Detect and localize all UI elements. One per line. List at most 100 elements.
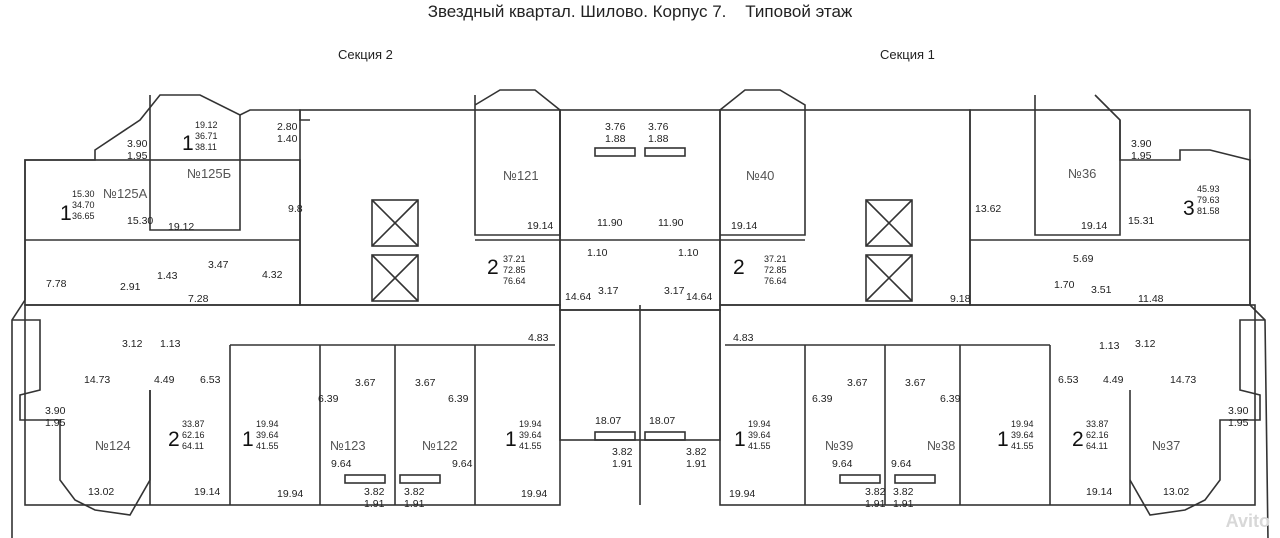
room-area-label: 3.67 [355, 377, 376, 389]
apartment-number: №40 [746, 168, 774, 183]
apartment-area-value: 72.85 [503, 265, 526, 275]
room-area-label: 11.48 [1138, 293, 1164, 305]
room-area-label: 3.82 [612, 446, 633, 458]
room-area-label: 1.10 [587, 247, 608, 259]
room-area-label: 1.95 [1131, 150, 1152, 162]
walls [11, 89, 1269, 538]
room-area-label: 6.53 [200, 374, 221, 386]
apartment-room-count: 1 [242, 428, 254, 451]
apartment-area-value: 41.55 [1011, 441, 1034, 451]
apartment-area-value: 19.94 [1011, 419, 1034, 429]
apartment-room-count: 1 [182, 132, 194, 155]
room-area-label: 3.82 [364, 486, 385, 498]
room-area-label: 19.14 [1086, 486, 1112, 498]
room-area-label: 7.28 [188, 293, 209, 305]
apartment-room-count: 1 [60, 202, 72, 225]
room-area-label: 3.90 [1131, 138, 1152, 150]
apartment-area-value: 38.11 [195, 142, 217, 152]
room-area-label: 6.39 [940, 393, 961, 405]
room-area-label: 1.88 [605, 133, 626, 145]
apartment-area-value: 45.93 [1197, 184, 1220, 194]
room-area-label: 1.91 [612, 458, 633, 470]
room-area-label: 3.82 [865, 486, 886, 498]
apartment-number: №39 [825, 438, 853, 453]
apartment-area-value: 15.30 [72, 189, 95, 199]
room-area-label: 13.02 [1163, 486, 1189, 498]
apartment-area-value: 37.21 [764, 254, 787, 264]
room-area-label: 11.90 [658, 217, 684, 229]
room-area-label: 3.82 [404, 486, 425, 498]
room-area-label: 4.83 [528, 332, 549, 344]
apartment-number: №125А [103, 186, 148, 201]
room-area-label: 3.12 [1135, 338, 1156, 350]
room-area-label: 1.91 [893, 498, 914, 510]
room-area-label: 19.14 [527, 220, 553, 232]
apartment-number: №37 [1152, 438, 1180, 453]
room-area-label: 1.95 [1228, 417, 1249, 429]
room-area-label: 1.10 [678, 247, 699, 259]
room-area-label: 19.12 [168, 221, 194, 233]
room-area-label: 6.39 [318, 393, 339, 405]
room-area-label: 18.07 [595, 415, 621, 427]
apartment-area-value: 41.55 [748, 441, 771, 451]
room-area-label: 19.94 [521, 488, 547, 500]
room-area-label: 19.94 [729, 488, 755, 500]
apartment-area-value: 33.87 [182, 419, 205, 429]
apartment-area-value: 36.65 [72, 211, 95, 221]
room-area-label: 1.91 [404, 498, 425, 510]
avito-watermark: Avito [1225, 511, 1270, 531]
room-area-label: 3.90 [45, 405, 66, 417]
room-area-label: 1.88 [648, 133, 669, 145]
room-area-label: 14.73 [84, 374, 110, 386]
room-area-label: 4.49 [1103, 374, 1124, 386]
room-area-label: 3.17 [664, 285, 685, 297]
apartment-area-value: 64.11 [1086, 441, 1108, 451]
room-area-label: 18.07 [649, 415, 675, 427]
apartment-room-count: 1 [997, 428, 1009, 451]
room-area-label: 14.64 [565, 291, 591, 303]
room-area-label: 9.8 [288, 203, 303, 215]
room-area-label: 19.14 [1081, 220, 1107, 232]
apartment-area-value: 19.12 [195, 120, 218, 130]
section-1-label: Секция 1 [880, 47, 935, 62]
apartment-area-value: 64.11 [182, 441, 204, 451]
room-area-label: 1.91 [364, 498, 385, 510]
apartment-number: №122 [422, 438, 458, 453]
apartment-room-count: 2 [487, 256, 499, 279]
room-area-label: 9.64 [891, 458, 912, 470]
apartment-area-value: 76.64 [503, 276, 526, 286]
apartment-area-value: 33.87 [1086, 419, 1109, 429]
apartment-number: №121 [503, 168, 539, 183]
room-area-label: 1.43 [157, 270, 178, 282]
apartment-room-count: 1 [734, 428, 746, 451]
room-area-label: 3.90 [127, 138, 148, 150]
room-area-label: 3.82 [893, 486, 914, 498]
apartment-area-value: 36.71 [195, 131, 218, 141]
apartment-area-value: 37.21 [503, 254, 526, 264]
apartment-area-value: 39.64 [256, 430, 279, 440]
apartment-area-value: 62.16 [1086, 430, 1109, 440]
apartment-area-value: 79.63 [1197, 195, 1220, 205]
section-2-label: Секция 2 [338, 47, 393, 62]
apartment-number: №36 [1068, 166, 1096, 181]
apartment-area-value: 34.70 [72, 200, 95, 210]
apartment-number: №38 [927, 438, 955, 453]
room-area-label: 6.53 [1058, 374, 1079, 386]
room-area-label: 2.91 [120, 281, 141, 293]
room-area-label: 3.67 [905, 377, 926, 389]
room-area-label: 3.12 [122, 338, 143, 350]
room-area-label: 1.95 [127, 150, 148, 162]
room-area-label: 5.69 [1073, 253, 1094, 265]
room-area-label: 9.18 [950, 293, 971, 305]
room-area-label: 9.64 [331, 458, 352, 470]
room-area-label: 14.73 [1170, 374, 1196, 386]
room-area-label: 19.14 [731, 220, 757, 232]
apartment-area-value: 41.55 [519, 441, 542, 451]
